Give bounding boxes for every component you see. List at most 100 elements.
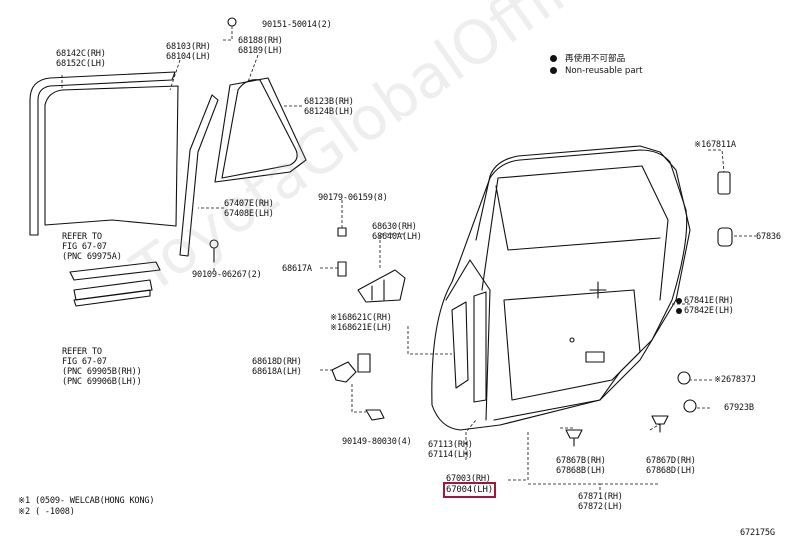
quarter-glass bbox=[221, 79, 298, 179]
part-number: 67407E(RH) bbox=[224, 199, 274, 209]
label-68618D[interactable]: 68618D(RH) 68618A(LH) bbox=[252, 357, 302, 377]
refer-text: FIG 67-07 bbox=[62, 242, 107, 252]
part-number: 68618A(LH) bbox=[252, 367, 302, 377]
quarter-frame bbox=[214, 77, 307, 183]
part-number: 90179-06159(8) bbox=[318, 193, 388, 203]
label-67407E[interactable]: 67407E(RH) 67408E(LH) bbox=[224, 199, 274, 219]
label-90151[interactable]: 90151-50014(2) bbox=[262, 20, 332, 30]
belt-moulding bbox=[69, 261, 161, 281]
legend-item-jp: 再使用不可部品 bbox=[565, 54, 626, 64]
weatherstrip-lower bbox=[73, 279, 153, 301]
door-panel-inner bbox=[445, 259, 491, 421]
label-67867B[interactable]: 67867B(RH) 67868B(LH) bbox=[556, 456, 606, 476]
part-number: 67408E(LH) bbox=[224, 209, 274, 219]
label-68188[interactable]: 68188(RH) 68189(LH) bbox=[238, 36, 283, 56]
label-67113[interactable]: 67113(RH) 67114(LH) bbox=[428, 440, 473, 460]
plug-67837J bbox=[677, 371, 691, 385]
label-68103[interactable]: 68103(RH) 68104(LH) bbox=[166, 42, 211, 62]
label-refer-69905B[interactable]: REFER TO FIG 67-07 (PNC 69905B(RH)) (PNC… bbox=[62, 347, 142, 387]
hinge-bolt-68617A bbox=[337, 261, 347, 277]
label-68621C[interactable]: ※168621C(RH) ※168621E(LH) bbox=[330, 313, 392, 333]
label-68617A[interactable]: 68617A bbox=[282, 264, 312, 274]
figure-number: 672175G bbox=[740, 528, 775, 538]
label-67923B[interactable]: 67923B bbox=[724, 403, 754, 413]
bullet-icon bbox=[550, 55, 557, 62]
part-number: 67842E(LH) bbox=[684, 306, 734, 316]
label-90109[interactable]: 90109-06267(2) bbox=[192, 270, 262, 280]
part-number: 67868D(LH) bbox=[646, 466, 696, 476]
refer-text: FIG 67-07 bbox=[62, 357, 107, 367]
part-number: 68104(LH) bbox=[166, 52, 211, 62]
label-refer-69975A[interactable]: REFER TO FIG 67-07 (PNC 69975A) bbox=[62, 232, 122, 262]
part-number: 67872(LH) bbox=[578, 502, 623, 512]
part-number: 68123B(RH) bbox=[304, 97, 354, 107]
hinge-68630 bbox=[357, 269, 406, 303]
label-67004-highlighted[interactable]: 67004(LH) bbox=[443, 482, 496, 498]
rear-door-frame bbox=[481, 165, 669, 301]
clip-67923B bbox=[683, 399, 697, 413]
part-number: ※267837J bbox=[714, 375, 756, 385]
part-number: 67113(RH) bbox=[428, 440, 473, 450]
part-number: 90151-50014(2) bbox=[262, 20, 332, 30]
label-90149[interactable]: 90149-80030(4) bbox=[342, 437, 412, 447]
refer-text: (PNC 69905B(RH)) bbox=[62, 367, 142, 377]
bullet-icon bbox=[550, 67, 557, 74]
part-number: 68189(LH) bbox=[238, 46, 283, 56]
legend: 再使用不可部品 Non-reusable part bbox=[550, 52, 643, 76]
door-glass bbox=[44, 85, 179, 227]
label-67811A[interactable]: ※167811A bbox=[694, 140, 736, 150]
refer-text: (PNC 69906B(LH)) bbox=[62, 377, 142, 387]
part-number: 68617A bbox=[282, 264, 312, 274]
clip-67867D bbox=[651, 415, 669, 433]
non-reusable-dot-icon bbox=[676, 307, 682, 314]
part-number: 67867D(RH) bbox=[646, 456, 696, 466]
label-68630[interactable]: 68630(RH) 68640A(LH) bbox=[372, 222, 422, 242]
rear-door-outer bbox=[431, 149, 688, 431]
legend-item-en: Non-reusable part bbox=[565, 66, 643, 76]
part-number: ※168621C(RH) bbox=[330, 313, 392, 323]
part-number: 68640A(LH) bbox=[372, 232, 422, 242]
door-weatherstrip bbox=[475, 145, 691, 421]
part-number: 67003(RH) bbox=[446, 474, 491, 484]
refer-text: REFER TO bbox=[62, 232, 102, 242]
part-number: 67868B(LH) bbox=[556, 466, 606, 476]
label-90179[interactable]: 90179-06159(8) bbox=[318, 193, 388, 203]
screw-90149 bbox=[365, 409, 385, 421]
part-number: 67114(LH) bbox=[428, 450, 473, 460]
part-number: 90149-80030(4) bbox=[342, 437, 412, 447]
part-number: 68103(RH) bbox=[166, 42, 211, 52]
hinge-clip-68618D bbox=[331, 361, 357, 383]
glass-run-channel bbox=[29, 71, 176, 236]
hinge-block bbox=[357, 353, 371, 373]
label-67003[interactable]: 67003(RH) bbox=[446, 474, 491, 484]
part-number: 67923B bbox=[724, 403, 754, 413]
part-number: 67867B(RH) bbox=[556, 456, 606, 466]
label-68123B[interactable]: 68123B(RH) 68124B(LH) bbox=[304, 97, 354, 117]
label-67871[interactable]: 67871(RH) 67872(LH) bbox=[578, 492, 623, 512]
non-reusable-dot-icon bbox=[676, 297, 682, 304]
division-bar bbox=[179, 94, 219, 257]
part-number: 68152C(LH) bbox=[56, 59, 106, 69]
refer-text: REFER TO bbox=[62, 347, 102, 357]
plug-67811A bbox=[717, 171, 731, 195]
part-number: 67841E(RH) bbox=[684, 296, 734, 306]
part-number: 68188(RH) bbox=[238, 36, 283, 46]
part-number: 67871(RH) bbox=[578, 492, 623, 502]
label-68142C[interactable]: 68142C(RH) 68152C(LH) bbox=[56, 49, 106, 69]
part-number: 90109-06267(2) bbox=[192, 270, 262, 280]
clip-67867B bbox=[565, 429, 583, 447]
bolt-90109 bbox=[209, 239, 219, 249]
label-67837J[interactable]: ※267837J bbox=[714, 375, 756, 385]
footnote-1: ※1 (0509- WELCAB(HONG KONG) bbox=[18, 496, 155, 506]
label-67836[interactable]: 67836 bbox=[756, 232, 781, 242]
refer-text: (PNC 69975A) bbox=[62, 252, 122, 262]
part-number: ※168621E(LH) bbox=[330, 323, 392, 333]
screw-90151 bbox=[227, 17, 237, 27]
label-67841E[interactable]: 67841E(RH) 67842E(LH) bbox=[676, 296, 734, 316]
part-number: 68630(RH) bbox=[372, 222, 417, 232]
label-67867D[interactable]: 67867D(RH) 67868D(LH) bbox=[646, 456, 696, 476]
part-number: 68124B(LH) bbox=[304, 107, 354, 117]
grommet-67836 bbox=[717, 227, 733, 247]
part-number: 67836 bbox=[756, 232, 781, 242]
